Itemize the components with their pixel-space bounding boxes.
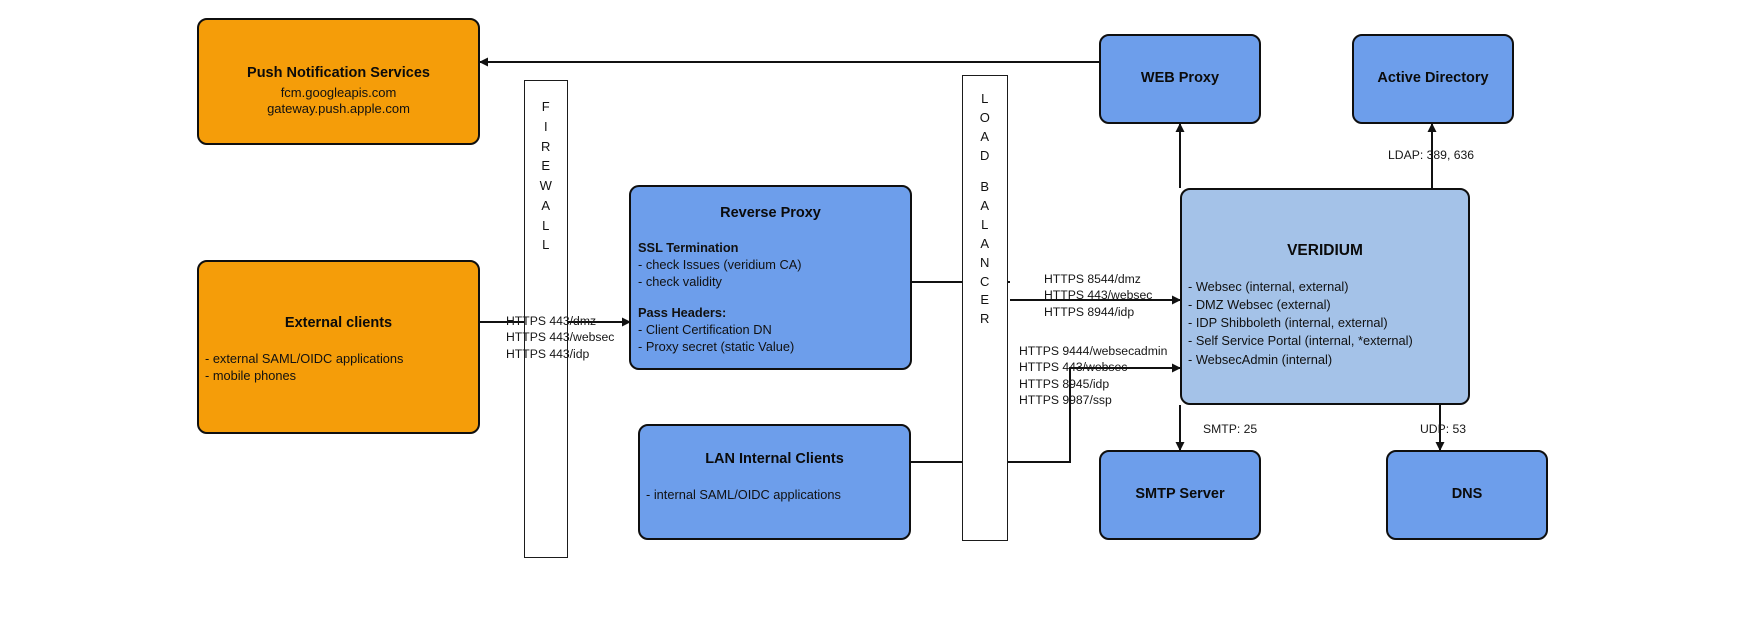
- load-balancer-label: L O A D B A L A N C E R: [963, 76, 1007, 540]
- firewall-letter: A: [541, 197, 551, 213]
- external-clients-title: External clients: [284, 315, 393, 331]
- firewall-letter: L: [542, 217, 550, 233]
- lan-internal-clients-title: LAN Internal Clients: [705, 451, 844, 467]
- lb-letter: A: [980, 128, 990, 144]
- lb-letter: C: [980, 273, 990, 289]
- node-firewall[interactable]: F I R E W A L L: [524, 80, 568, 558]
- lan-internal-clients-items: - internal SAML/OIDC applications: [646, 487, 841, 502]
- node-veridium[interactable]: VERIDIUM - Websec (internal, external) -…: [1180, 188, 1470, 405]
- web-proxy-title: WEB Proxy: [1140, 70, 1220, 86]
- edge-label-lb-to-veridium: HTTPS 8544/dmz HTTPS 443/websec HTTPS 89…: [1044, 272, 1153, 319]
- node-load-balancer[interactable]: L O A D B A L A N C E R: [962, 75, 1008, 541]
- firewall-letter: W: [539, 178, 553, 193]
- reverse-proxy-headers-heading: Pass Headers:: [638, 305, 727, 321]
- edge-label-lan-to-veridium: HTTPS 9444/websecadmin HTTPS 443/websec …: [1019, 344, 1168, 408]
- node-external-clients[interactable]: External clients - external SAML/OIDC ap…: [197, 260, 480, 434]
- firewall-letter: I: [543, 118, 549, 134]
- veridium-services: - Websec (internal, external) - DMZ Webs…: [1188, 279, 1413, 367]
- lb-letter: L: [981, 217, 989, 233]
- lb-letter: D: [980, 147, 990, 163]
- reverse-proxy-ssl-heading: SSL Termination: [638, 240, 739, 255]
- lb-letter: N: [980, 254, 990, 270]
- reverse-proxy-ssl-items: - check Issues (veridium CA) - check val…: [638, 257, 802, 290]
- node-dns[interactable]: DNS: [1386, 450, 1548, 540]
- node-active-directory[interactable]: Active Directory: [1352, 34, 1514, 124]
- push-notification-title: Push Notification Services: [247, 65, 430, 81]
- reverse-proxy-headers-items: - Client Certification DN - Proxy secret…: [638, 322, 795, 355]
- veridium-title: VERIDIUM: [1287, 242, 1363, 259]
- edge-label-veridium-to-dns: UDP: 53: [1420, 422, 1467, 436]
- firewall-letter: F: [541, 99, 551, 114]
- node-reverse-proxy[interactable]: Reverse Proxy SSL Termination - check Is…: [629, 185, 912, 370]
- node-web-proxy[interactable]: WEB Proxy: [1099, 34, 1261, 124]
- lb-letter: R: [980, 311, 990, 327]
- lb-letter: E: [980, 292, 990, 308]
- lb-letter: B: [980, 179, 990, 195]
- edge-label-veridium-to-ad: LDAP: 389, 636: [1388, 148, 1475, 162]
- dns-title: DNS: [1451, 486, 1483, 502]
- firewall-letter: L: [542, 237, 550, 253]
- external-clients-items: - external SAML/OIDC applications - mobi…: [205, 351, 404, 384]
- active-directory-title: Active Directory: [1377, 70, 1489, 86]
- firewall-letter: E: [541, 158, 551, 174]
- firewall-label: F I R E W A L L: [525, 81, 567, 557]
- push-notification-endpoints: fcm.googleapis.com gateway.push.apple.co…: [267, 85, 410, 117]
- smtp-server-title: SMTP Server: [1135, 486, 1225, 502]
- node-lan-internal-clients[interactable]: LAN Internal Clients - internal SAML/OID…: [638, 424, 911, 540]
- lb-letter: L: [981, 91, 989, 106]
- edge-label-veridium-to-smtp: SMTP: 25: [1203, 422, 1258, 436]
- node-smtp-server[interactable]: SMTP Server: [1099, 450, 1261, 540]
- node-push-notification-services[interactable]: Push Notification Services fcm.googleapi…: [197, 18, 480, 145]
- lb-letter: A: [980, 198, 990, 214]
- lb-letter: O: [979, 109, 991, 125]
- firewall-letter: R: [541, 138, 551, 154]
- edge-label-clients-to-firewall: HTTPS 443/dmz HTTPS 443/websec HTTPS 443…: [506, 314, 615, 361]
- lb-letter: A: [980, 235, 990, 251]
- reverse-proxy-title: Reverse Proxy: [720, 205, 821, 221]
